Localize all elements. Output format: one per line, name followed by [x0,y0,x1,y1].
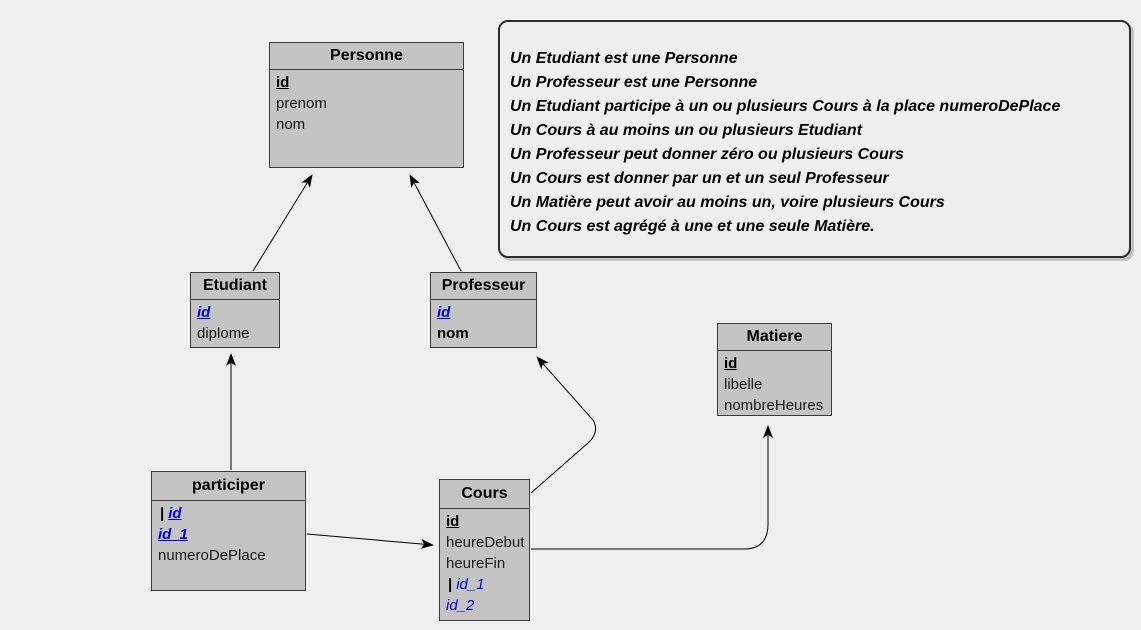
field-row: nombreHeures [724,395,826,416]
field-row: prenom [276,93,458,114]
entity-cours-title: Cours [440,480,529,509]
arrow-professeur-to-personne [409,174,462,272]
field-row: id [276,72,458,93]
field-row: |id_1 [446,574,524,595]
entity-matiere-fields: id libelle nombreHeures [718,351,831,416]
field-text: id [437,304,451,321]
entity-personne-fields: id prenom nom [270,70,463,135]
arrow-cours-to-professeur [530,356,597,494]
entity-personne[interactable]: Personne id prenom nom [269,42,464,168]
rule-line: Un Cours est donner par un et un seul Pr… [510,170,889,187]
entity-cours[interactable]: Cours id heureDebut heureFin |id_1 id_2 [439,479,530,621]
field-row: nom [437,323,531,344]
rule-line: Un Cours à au moins un ou plusieurs Etud… [510,122,863,139]
rule-line: Un Professeur peut donner zéro ou plusie… [510,146,904,163]
field-row: id [197,302,274,323]
field-row: nom [276,114,458,135]
field-text: numeroDePlace [158,547,266,564]
entity-professeur-fields: id nom [431,300,536,344]
field-text: id_1 [456,576,485,593]
entity-etudiant-title: Etudiant [191,273,279,300]
field-text: id_2 [446,597,475,614]
rule-line: Un Etudiant est une Personne [510,50,738,67]
field-row: |id [158,503,300,524]
field-text: id [724,355,738,372]
field-row: heureFin [446,553,524,574]
field-text: diplome [197,325,250,342]
entity-matiere-title: Matiere [718,324,831,351]
arrow-participer-to-cours [306,533,434,549]
field-text: id_1 [158,526,189,543]
field-text: id [168,505,182,522]
entity-personne-title: Personne [270,43,463,70]
field-text: heureFin [446,555,506,572]
rule-line: Un Matière peut avoir au moins un, voire… [510,194,945,211]
field-text: prenom [276,95,327,112]
entity-matiere[interactable]: Matiere id libelle nombreHeures [717,323,832,416]
field-row: diplome [197,323,274,344]
arrow-etudiant-to-personne [252,174,313,272]
entity-participer-fields: |id id_1 numeroDePlace [152,501,305,566]
entity-etudiant[interactable]: Etudiant id diplome [190,272,280,348]
field-row: id_2 [446,595,524,616]
field-text: id [276,74,290,91]
arrow-cours-to-matiere [531,425,773,550]
entity-participer[interactable]: participer |id id_1 numeroDePlace [151,471,306,591]
field-text: nombreHeures [724,397,824,414]
field-row: heureDebut [446,532,524,553]
rule-line: Un Etudiant participe à un ou plusieurs … [510,98,1061,115]
field-row: numeroDePlace [158,545,300,566]
field-text: nom [437,325,469,342]
rule-line: Un Professeur est une Personne [510,74,758,91]
rule-line: Un Cours est agrégé à une et une seule M… [510,218,875,235]
entity-etudiant-fields: id diplome [191,300,279,344]
key-bar-icon: | [160,505,165,522]
field-text: libelle [724,376,763,393]
entity-professeur-title: Professeur [431,273,536,300]
field-row: libelle [724,374,826,395]
field-text: heureDebut [446,534,525,551]
field-text: nom [276,116,306,133]
entity-professeur[interactable]: Professeur id nom [430,272,537,348]
rules-note-box: Un Etudiant est une Personne Un Professe… [498,20,1131,258]
entity-participer-title: participer [152,472,305,501]
field-text: id [197,304,211,321]
key-bar-icon: | [448,576,453,593]
field-row: id [437,302,531,323]
field-text: id [446,513,460,530]
entity-cours-fields: id heureDebut heureFin |id_1 id_2 [440,509,529,616]
field-row: id_1 [158,524,300,545]
field-row: id [446,511,524,532]
field-row: id [724,353,826,374]
